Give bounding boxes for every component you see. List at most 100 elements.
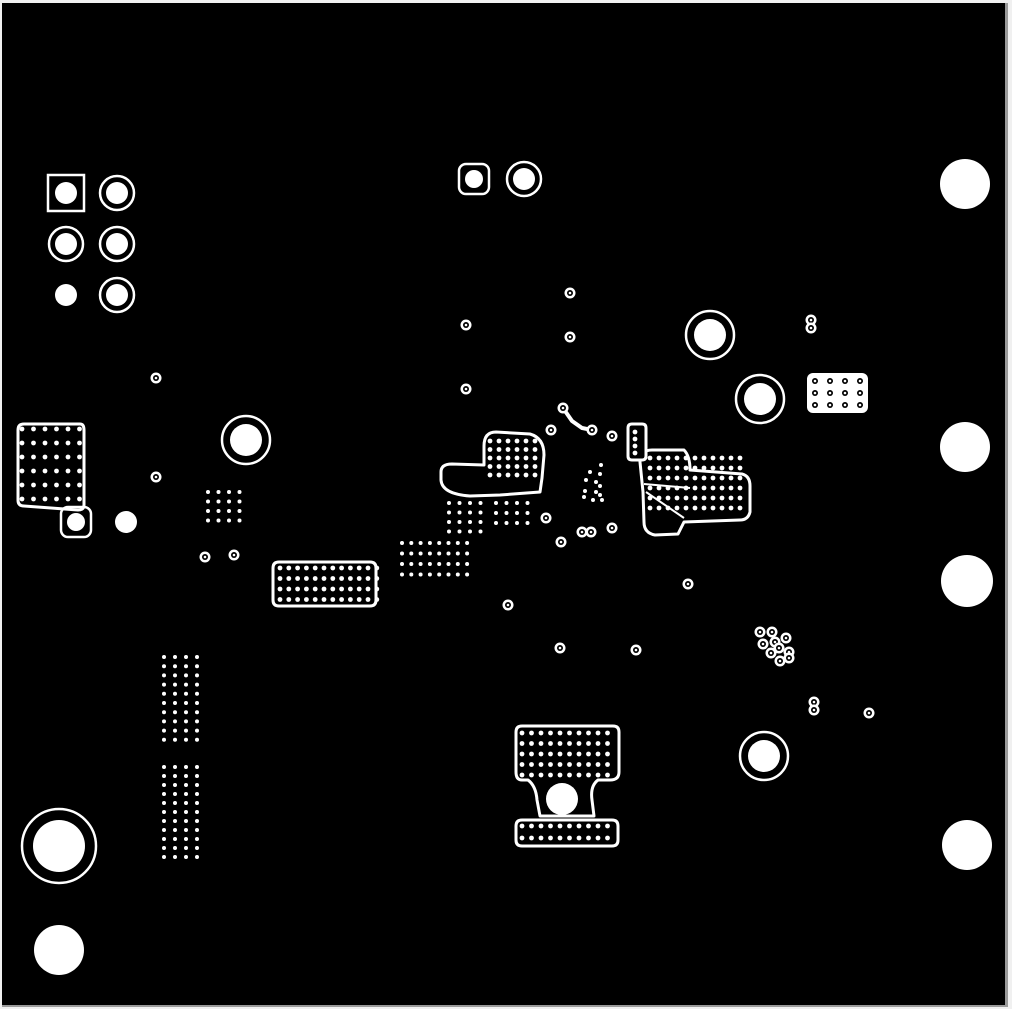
grid-dot bbox=[465, 551, 470, 556]
grid-dot bbox=[515, 521, 519, 525]
grid-dot bbox=[468, 520, 472, 524]
stitch-via bbox=[719, 485, 725, 491]
grid-dot bbox=[184, 846, 188, 850]
small-vertical-pad bbox=[626, 422, 648, 462]
grid-dot bbox=[184, 701, 188, 705]
grid-dot bbox=[173, 737, 177, 742]
stitch-via bbox=[519, 835, 525, 841]
stitch-via bbox=[719, 455, 725, 461]
grid-dot bbox=[173, 673, 177, 678]
grid-dot bbox=[173, 655, 177, 659]
stitch-via bbox=[523, 472, 529, 478]
grid-dot bbox=[216, 490, 221, 494]
pin-round bbox=[98, 174, 136, 212]
pin-ring bbox=[98, 174, 136, 212]
grid-dot bbox=[468, 529, 472, 534]
stitch-via bbox=[77, 468, 82, 474]
stitch-via bbox=[557, 730, 563, 736]
grid-dot bbox=[195, 810, 199, 814]
via-center bbox=[787, 656, 791, 660]
stitch-via bbox=[737, 475, 743, 481]
grid-dot bbox=[455, 541, 460, 545]
via-center bbox=[568, 335, 572, 339]
grid-dot bbox=[216, 499, 221, 504]
stitch-via bbox=[538, 751, 544, 757]
stitch-via bbox=[42, 482, 48, 488]
grid-dot bbox=[478, 501, 483, 505]
stitch-via bbox=[683, 465, 689, 471]
center-grid-c bbox=[400, 541, 470, 577]
grid-dot bbox=[427, 562, 432, 566]
stitch-via bbox=[365, 586, 371, 592]
stitch-via bbox=[348, 565, 353, 571]
stitch-via bbox=[365, 565, 371, 571]
hole-pad bbox=[744, 383, 776, 415]
stitch-via bbox=[710, 495, 716, 501]
grid-dot bbox=[446, 572, 451, 577]
stitch-via bbox=[567, 741, 572, 746]
pin-pad bbox=[115, 511, 137, 533]
stitch-via bbox=[519, 730, 525, 736]
stitch-via bbox=[605, 762, 610, 767]
pin-round bbox=[98, 276, 136, 314]
stitch-via bbox=[683, 495, 689, 501]
pin-pad bbox=[465, 170, 483, 188]
grid-dot bbox=[418, 541, 423, 545]
stitch-via bbox=[605, 730, 610, 736]
stitch-via bbox=[728, 505, 734, 511]
stitch-via bbox=[19, 454, 25, 460]
via-center bbox=[634, 648, 638, 652]
via-center bbox=[843, 391, 847, 395]
stitch-via bbox=[42, 440, 48, 446]
stitch-via bbox=[728, 485, 734, 491]
grid-dot bbox=[162, 655, 166, 659]
stitch-via bbox=[339, 576, 344, 581]
stitch-via bbox=[496, 455, 502, 461]
stitch-via bbox=[65, 468, 71, 474]
via-center bbox=[544, 516, 548, 520]
stitch-via bbox=[576, 762, 582, 767]
pour-outline bbox=[626, 422, 648, 462]
stitch-via bbox=[321, 565, 327, 571]
stitch-via bbox=[567, 730, 572, 736]
stitch-via bbox=[54, 468, 59, 474]
stitch-via bbox=[19, 496, 25, 502]
grid-dot bbox=[427, 572, 432, 577]
pour-outline bbox=[514, 724, 621, 818]
stitch-via bbox=[523, 438, 529, 444]
grid-dot bbox=[598, 472, 602, 476]
stitch-via bbox=[523, 455, 529, 461]
grid-dot bbox=[455, 572, 460, 577]
grid-dot bbox=[584, 478, 588, 482]
stitch-via bbox=[529, 751, 534, 757]
stitch-via bbox=[365, 597, 371, 602]
pin-ring bbox=[505, 160, 543, 198]
stitch-via bbox=[674, 475, 680, 481]
stitch-via bbox=[548, 751, 553, 757]
grid-dot bbox=[184, 728, 188, 733]
stitch-via bbox=[295, 597, 300, 602]
grid-dot bbox=[184, 801, 188, 805]
stitch-via bbox=[656, 455, 662, 461]
pin-pad bbox=[55, 284, 77, 306]
stitch-via bbox=[31, 482, 36, 488]
grid-dot bbox=[237, 499, 242, 504]
grid-dot bbox=[447, 520, 451, 524]
stitch-via bbox=[42, 468, 48, 474]
via-center bbox=[506, 603, 510, 607]
grid-dot bbox=[418, 562, 423, 566]
stitch-via bbox=[557, 835, 563, 841]
grid-dot bbox=[173, 783, 177, 787]
mounting-hole bbox=[942, 820, 992, 870]
grid-dot bbox=[427, 551, 432, 556]
via-center bbox=[589, 530, 593, 534]
stitch-via bbox=[576, 751, 582, 757]
stitch-via bbox=[529, 772, 534, 778]
stitch-via bbox=[701, 465, 707, 471]
stitch-via bbox=[557, 762, 563, 767]
stitch-via bbox=[719, 465, 725, 471]
stitch-via bbox=[529, 823, 534, 829]
grid-dot bbox=[457, 501, 462, 505]
hole-pad bbox=[694, 319, 726, 351]
grid-dot bbox=[173, 691, 177, 696]
